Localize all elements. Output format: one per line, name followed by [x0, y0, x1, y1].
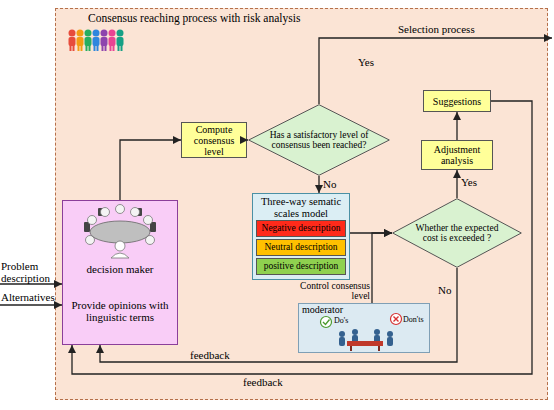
flow-arrow [350, 232, 392, 233]
scale-band: Negative description [256, 220, 346, 237]
flow-arrow [100, 268, 457, 362]
moderator-box: moderatorDo's Don'ts [298, 303, 430, 353]
node-text: Has a satisfactory level of consensus be… [269, 130, 369, 151]
text-wrap: Has a satisfactory level of consensus be… [248, 104, 390, 176]
meeting-illustration [84, 205, 156, 259]
feedback-label: feedback [190, 349, 240, 361]
output-arrow [319, 38, 552, 104]
decision-diamond: Has a satisfactory level of consensus be… [248, 104, 390, 176]
scale-band: Neutral description [256, 239, 346, 256]
node-text: Provide opinions with linguistic terms [67, 299, 173, 323]
text-wrap: Neutral description [257, 240, 345, 255]
node-text: Do's [334, 317, 356, 326]
flow-arrow [318, 176, 319, 193]
flow-arrow [72, 101, 532, 374]
node-text: Whether the expected cost is exceeded ? [415, 223, 499, 244]
edge-label: Control consensus level [300, 281, 370, 302]
flow-arrow [456, 112, 457, 140]
diamond-shape [249, 105, 390, 176]
output-label: Selection process [398, 23, 508, 35]
node-text: moderator [302, 304, 362, 315]
node-text: Don'ts [403, 316, 429, 325]
edge-label: No [438, 284, 456, 296]
node-text: Adjustment analysis [424, 144, 490, 166]
node-text: Negative description [262, 223, 341, 233]
process-box: Suggestions [423, 90, 491, 112]
edge-label: No [323, 178, 343, 190]
text-wrap: Compute consensus level [182, 123, 246, 157]
diamond-shape [393, 199, 522, 268]
edge-label: feedback [243, 376, 293, 388]
text-wrap: Whether the expected cost is exceeded ? [392, 198, 522, 268]
flow-arrow [456, 170, 457, 198]
process-box: Compute consensus level [181, 122, 247, 158]
node-text: decision maker [63, 263, 177, 275]
flow-arrow [120, 140, 181, 200]
input-arrow [0, 304, 62, 305]
connectors [72, 101, 532, 374]
text-wrap: Suggestions [424, 91, 490, 111]
model-box: Three-way sematic scales modelNegative d… [252, 193, 350, 280]
actor-box: decision makerProvide opinions with ling… [62, 200, 178, 345]
input-label: Alternatives [1, 291, 61, 303]
node-text: Three-way sematic scales model [253, 196, 349, 219]
node-text: positive description [264, 261, 339, 271]
node-text: Neutral description [264, 242, 337, 252]
input-label: Problem description [1, 260, 53, 284]
text-wrap: positive description [257, 259, 345, 274]
moderator-illustration [321, 314, 402, 352]
node-text: Consensus reaching process with risk ana… [88, 12, 318, 25]
people-illustration [69, 30, 124, 52]
flow-arrow [372, 233, 392, 303]
decision-diamond: Whether the expected cost is exceeded ? [392, 198, 522, 268]
edge-label: Yes [461, 176, 483, 188]
branch-label: Yes [358, 56, 382, 68]
node-text: Suggestions [433, 96, 481, 107]
flow-arrow [247, 139, 248, 140]
text-wrap: Adjustment analysis [422, 141, 492, 169]
process-frame: Consensus reaching process with risk ana… [55, 8, 548, 400]
process-box: Adjustment analysis [421, 140, 493, 170]
scale-band: positive description [256, 258, 346, 275]
text-wrap: Negative description [257, 221, 345, 236]
node-text: Compute consensus level [184, 124, 244, 157]
